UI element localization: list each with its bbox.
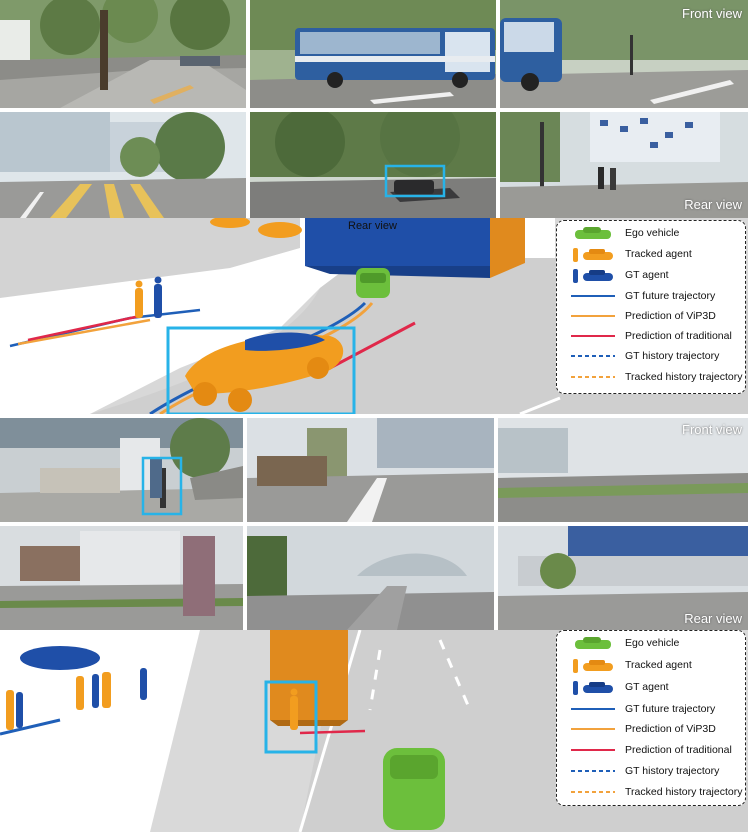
dashed-line-icon: [567, 367, 619, 387]
legend-item: Prediction of traditional: [557, 326, 745, 346]
highlight-box-3d: [264, 680, 318, 754]
front-view-label: Front view: [682, 422, 742, 437]
bottom-3d-scene: Ego vehicle Tracked agent GT agent GT fu…: [0, 630, 748, 832]
camera-front-right: Front view: [500, 0, 748, 108]
green-car-icon: [567, 223, 619, 243]
camera-back-left: [0, 112, 246, 218]
top-3d-scene: Rear view Ego vehicle Tracked agent GT a…: [0, 218, 748, 414]
camera-back: [250, 112, 496, 218]
legend-item: GT history trajectory: [557, 346, 745, 366]
camera-front: [247, 418, 494, 522]
building-block: [270, 630, 348, 720]
dashed-line-icon: [567, 761, 619, 781]
highlight-box: [384, 164, 446, 198]
legend-top: Ego vehicle Tracked agent GT agent GT fu…: [556, 220, 746, 394]
solid-line-icon: [567, 740, 619, 760]
bottom-camera-grid: Front view Rear view: [0, 418, 748, 630]
legend-item: GT agent: [557, 265, 745, 285]
dashed-line-icon: [567, 782, 619, 802]
ego-vehicle: [356, 268, 390, 298]
legend-item: Ego vehicle: [557, 633, 745, 653]
legend-item: GT future trajectory: [557, 286, 745, 306]
ego-vehicle: [383, 748, 445, 830]
orange-pedestrian-car-icon: [567, 655, 619, 675]
solid-line-icon: [567, 286, 619, 306]
camera-back-right: Rear view: [498, 526, 748, 630]
legend-item: Prediction of ViP3D: [557, 306, 745, 326]
highlight-box: [141, 456, 183, 516]
camera-front-right: Front view: [498, 418, 748, 522]
green-car-icon: [567, 633, 619, 653]
legend-item: Tracked history trajectory: [557, 782, 745, 802]
legend-item: Ego vehicle: [557, 223, 745, 243]
camera-front: [250, 0, 496, 108]
camera-front-left: [0, 418, 243, 522]
solid-line-icon: [567, 326, 619, 346]
legend-item: Tracked agent: [557, 655, 745, 675]
camera-back: [247, 526, 494, 630]
legend-item: Tracked history trajectory: [557, 367, 745, 387]
legend-item: GT history trajectory: [557, 761, 745, 781]
legend-item: GT future trajectory: [557, 699, 745, 719]
solid-line-icon: [567, 306, 619, 326]
highlight-box-3d: [166, 326, 356, 414]
orange-pedestrian-car-icon: [567, 244, 619, 264]
blue-pedestrian-car-icon: [567, 677, 619, 697]
legend-item: Tracked agent: [557, 244, 745, 264]
legend-item: Prediction of ViP3D: [557, 719, 745, 739]
legend-bottom: Ego vehicle Tracked agent GT agent GT fu…: [556, 630, 746, 806]
legend-item: GT agent: [557, 677, 745, 697]
scene-rear-view-label: Rear view: [348, 220, 397, 232]
camera-back-left: [0, 526, 243, 630]
top-camera-grid: Front view: [0, 0, 748, 218]
gt-pedestrian: [154, 276, 162, 318]
solid-line-icon: [567, 699, 619, 719]
camera-back-right: Rear view: [500, 112, 748, 218]
building-block: [305, 218, 490, 266]
dashed-line-icon: [567, 346, 619, 366]
rear-view-label: Rear view: [684, 197, 742, 212]
tracked-car: [185, 332, 344, 412]
blue-pedestrian-car-icon: [567, 265, 619, 285]
solid-line-icon: [567, 719, 619, 739]
tracked-pedestrian: [135, 280, 143, 318]
legend-item: Prediction of traditional: [557, 740, 745, 760]
front-view-label: Front view: [682, 6, 742, 21]
tracked-pedestrian: [290, 688, 298, 730]
camera-front-left: [0, 0, 246, 108]
rear-view-label: Rear view: [684, 611, 742, 626]
